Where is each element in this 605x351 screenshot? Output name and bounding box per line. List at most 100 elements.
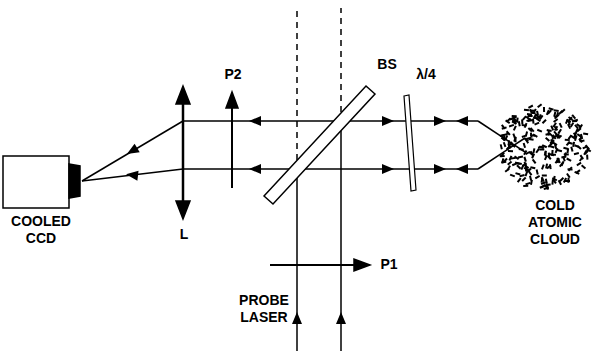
atom-dot (553, 118, 558, 123)
atom-dot (539, 145, 544, 149)
cloud-label: COLD ATOMIC CLOUD (508, 197, 602, 248)
atom-dot (543, 107, 545, 112)
atom-dot (503, 142, 507, 147)
atom-dot (554, 126, 558, 131)
atom-dot (558, 129, 562, 134)
atom-dot (566, 148, 569, 153)
ray-arrowhead (292, 312, 302, 324)
atom-dot (532, 118, 535, 123)
light-ray (183, 168, 478, 170)
atom-dot (586, 155, 588, 160)
atom-dot (507, 161, 512, 166)
ccd-lens (69, 164, 80, 198)
atom-dot (508, 150, 513, 152)
atom-dot (549, 133, 554, 138)
atom-dot (541, 178, 544, 183)
atom-dot (573, 119, 578, 123)
atom-dot (554, 126, 559, 131)
atom-dot (566, 173, 570, 178)
atom-dot (538, 114, 542, 119)
atom-dot (579, 139, 584, 142)
atom-dot (564, 153, 569, 155)
atom-dot (532, 159, 537, 164)
atom-dot (524, 137, 529, 142)
atom-dot (522, 115, 527, 120)
atom-dot (544, 150, 547, 155)
light-ray (183, 120, 478, 122)
atom-dot (509, 124, 514, 127)
light-ray (82, 169, 183, 181)
atom-dot (533, 133, 538, 137)
atom-dot (573, 132, 577, 137)
atom-dot (508, 144, 511, 149)
atom-dot (539, 115, 543, 120)
ray-arrowhead (434, 116, 446, 126)
ray-arrowhead (124, 144, 139, 159)
atom-dot (568, 166, 573, 171)
quarter-wave-plate (404, 95, 416, 191)
atom-dot (528, 138, 533, 141)
atom-dot (512, 163, 517, 167)
atom-dot (561, 161, 565, 166)
atom-dot (565, 180, 570, 182)
atom-dot (576, 162, 581, 166)
atom-dot (517, 178, 522, 183)
atom-dot (537, 103, 542, 108)
atom-dot (546, 165, 551, 170)
atom-dot (515, 172, 520, 175)
atom-dot (570, 122, 574, 127)
atom-dot (513, 125, 517, 130)
atom-dot (560, 109, 565, 114)
atom-dot (554, 109, 559, 112)
atom-dot (570, 146, 573, 151)
atom-dot (572, 120, 577, 122)
atom-dot (574, 152, 579, 155)
atom-dot (549, 145, 554, 148)
atom-dot (545, 137, 550, 142)
atom-dot (524, 162, 528, 167)
atom-dot (500, 152, 505, 157)
atom-dot (501, 124, 506, 129)
atom-dot (546, 184, 551, 186)
transmitted-beam (340, 8, 342, 112)
ray-arrowhead (249, 116, 261, 126)
polarizer-label: P2 (217, 66, 249, 83)
atom-dot (523, 185, 528, 187)
atom-dot (536, 169, 539, 174)
polarizer-head (226, 92, 238, 108)
polarizer (270, 264, 356, 266)
atom-dot (525, 182, 530, 185)
transmitted-beam (296, 8, 298, 160)
ray-arrowhead (382, 164, 394, 174)
lens (182, 100, 185, 205)
atom-dot (544, 187, 549, 190)
beam-splitter (264, 86, 375, 204)
lens-label: L (174, 226, 194, 243)
waveplate-label: λ/4 (406, 66, 446, 83)
atom-dot (533, 113, 537, 118)
atom-dot (544, 155, 548, 160)
light-ray (82, 121, 183, 181)
atom-dot (500, 134, 505, 137)
atom-dot (508, 156, 512, 161)
ccd-body (3, 156, 69, 208)
atom-dot (519, 148, 524, 151)
atom-dot (532, 148, 535, 153)
atom-dot (520, 165, 524, 170)
atom-dot (545, 179, 548, 184)
light-ray (478, 138, 525, 169)
atom-dot (532, 109, 536, 114)
atom-dot (566, 141, 571, 146)
ray-arrowhead (125, 169, 138, 180)
atom-dot (577, 127, 582, 132)
atom-dot (523, 157, 526, 162)
atom-dot (521, 177, 526, 182)
atom-dot (530, 180, 533, 185)
atom-dot (535, 148, 539, 153)
polarizer-label: P1 (374, 256, 404, 273)
atom-dot (553, 131, 558, 136)
atom-dot (509, 118, 514, 121)
atom-dot (528, 170, 533, 175)
atom-dot (524, 109, 529, 112)
